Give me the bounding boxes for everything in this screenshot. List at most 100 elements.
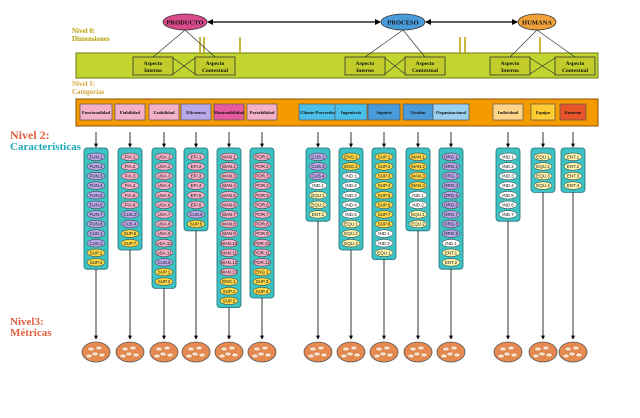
characteristic-item — [120, 162, 140, 171]
characteristic-item-label: FUN.3 — [89, 174, 102, 179]
characteristic-item-label: MAN.2 — [222, 164, 236, 169]
metric-cell-icon — [497, 353, 505, 359]
characteristic-item — [154, 162, 174, 171]
metric-cell-icon — [187, 346, 195, 352]
characteristic-item-label: USA.11 — [156, 250, 172, 255]
characteristic-item — [252, 287, 272, 296]
characteristic-item — [408, 152, 428, 161]
characteristic-item — [154, 277, 174, 286]
characteristic-item-label: ORG.6 — [444, 202, 459, 207]
characteristic-item-label: POR.9 — [255, 231, 269, 236]
characteristic-item — [308, 152, 328, 161]
characteristic-item-label: FUN.8 — [89, 222, 102, 227]
metric-cell-icon — [228, 345, 236, 351]
characteristic-item-label: IND.1 — [412, 193, 424, 198]
characteristic-item — [252, 248, 272, 257]
level3-label: Nivel3: — [10, 316, 44, 328]
characteristic-item-label: ENG.1 — [344, 154, 358, 159]
characteristic-item — [219, 239, 239, 248]
characteristic-item — [374, 200, 394, 209]
characteristic-item-label: IND.2 — [345, 183, 357, 188]
characteristic-item-label: FIA.6 — [125, 202, 136, 207]
characteristic-item — [219, 191, 239, 200]
characteristic-item-label: EQU.3 — [536, 174, 550, 179]
characteristic-item — [498, 162, 518, 171]
category-box-13 — [559, 103, 587, 121]
characteristic-item-label: SUP.6 — [124, 231, 137, 236]
characteristic-item-label: SUP.1 — [378, 154, 391, 159]
metric-cell-icon — [420, 352, 428, 358]
characteristic-item-label: IND.5 — [502, 193, 514, 198]
characteristic-item — [252, 171, 272, 181]
characteristic-item-label: SUP.3 — [378, 174, 391, 179]
metric-cell-icon — [562, 353, 570, 359]
characteristic-item — [86, 258, 106, 267]
aspect-box-2 — [344, 56, 386, 76]
characteristic-item-label: EFI.4 — [191, 183, 202, 188]
characteristic-item-label: MAN.4 — [411, 183, 425, 188]
characteristic-item-label: MAN.12 — [221, 260, 238, 265]
metrics-layer — [81, 192, 588, 363]
metric-cell-icon — [85, 353, 93, 359]
metric-cell-icon — [340, 353, 348, 359]
category-label-10: Organizacional — [436, 110, 467, 115]
metric-cell-icon — [534, 346, 542, 352]
characteristic-item-label: MAN.6 — [222, 202, 236, 207]
category-label-8: Soporte — [376, 110, 391, 115]
characteristic-item-label: POR.4 — [255, 183, 269, 188]
characteristic-item — [86, 152, 106, 161]
characteristic-item — [374, 162, 394, 171]
characteristic-item-label: EQU.2 — [411, 222, 425, 227]
characteristic-item-label: USA.2 — [157, 164, 171, 169]
characteristic-item — [498, 152, 518, 161]
metric-cell-icon — [191, 351, 199, 357]
characteristic-item-label: FUN.1 — [89, 154, 102, 159]
metric-cell-icon — [442, 346, 450, 352]
metric-cell-icon — [251, 353, 259, 359]
metric-cell-icon — [346, 351, 354, 357]
characteristic-item — [498, 171, 518, 181]
metric-cell-icon — [413, 351, 421, 357]
characteristic-item-label: USA.8 — [157, 222, 171, 227]
category-box-7 — [334, 103, 368, 121]
metric-cell-icon — [125, 351, 133, 357]
characteristic-item — [374, 181, 394, 190]
characteristic-item-label: ENG.1 — [222, 279, 236, 284]
dimension-label-1: PROCESO — [387, 20, 418, 27]
characteristic-item — [563, 181, 583, 190]
metric-cell-icon — [342, 346, 350, 352]
level0-sublabel: Dimensiones — [72, 35, 110, 43]
characteristic-item-label: FIA.4 — [125, 183, 136, 188]
characteristic-item — [563, 152, 583, 161]
metric-cell-icon — [159, 351, 167, 357]
characteristic-item — [86, 200, 106, 209]
characteristic-item — [441, 210, 461, 219]
aspect-connector-3 — [402, 29, 426, 58]
characteristic-item — [86, 191, 106, 200]
category-box-0 — [79, 103, 113, 121]
metric-cell-icon — [307, 353, 315, 359]
characteristic-item-label: IND.7 — [502, 212, 514, 217]
characteristic-item — [341, 152, 361, 161]
metric-cell-icon — [353, 352, 361, 358]
characteristic-item-label: MAN.3 — [222, 174, 236, 179]
characteristic-item-label: FIA.2 — [125, 164, 136, 169]
characteristic-item-label: SUP.4 — [378, 183, 391, 188]
characteristic-item — [186, 200, 206, 209]
metric-cell-icon — [373, 353, 381, 359]
metric-cell-icon — [499, 346, 507, 352]
characteristic-item-label: EQU.1 — [311, 193, 325, 198]
characteristic-item-label: MAN.10 — [221, 241, 238, 246]
aspect-connector-0 — [152, 29, 186, 58]
characteristic-item — [186, 162, 206, 171]
characteristic-item-label: USA.5 — [157, 193, 171, 198]
metric-cell-icon — [185, 353, 193, 359]
category-label-4: Mantenibilidad — [214, 110, 245, 115]
characteristic-item-label: CUS.4 — [123, 222, 137, 227]
characteristic-item — [186, 219, 206, 229]
characteristic-item — [341, 181, 361, 190]
characteristic-item — [219, 296, 239, 305]
characteristic-item-label: ENT.2 — [567, 164, 580, 169]
aspect-box-5 — [554, 56, 596, 76]
category-label-13: Entorno — [565, 110, 582, 115]
